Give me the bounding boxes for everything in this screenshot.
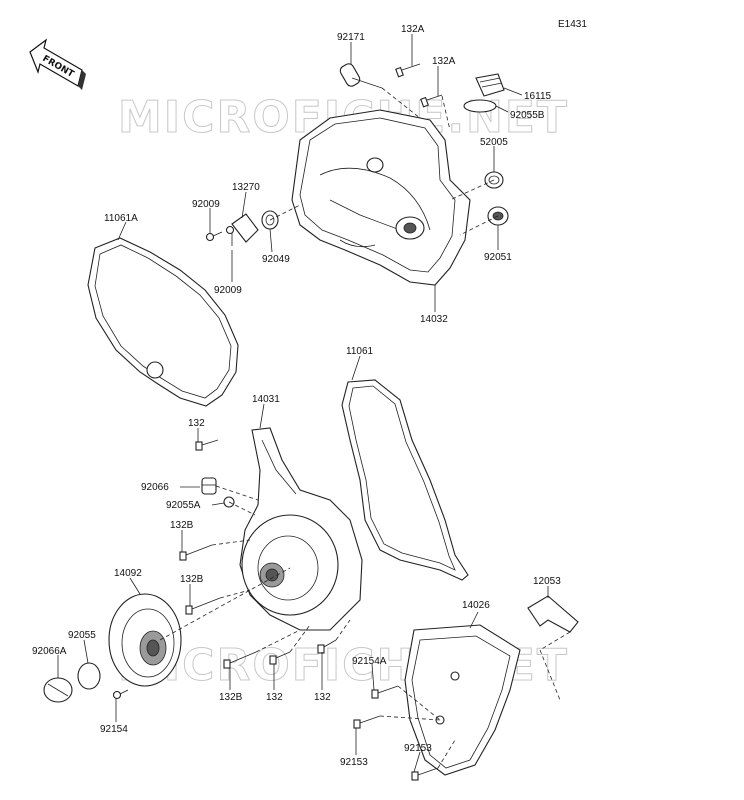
screw-92009-1 (205, 231, 223, 242)
label-16115: 16115 (524, 91, 552, 102)
gasket-11061A (87, 237, 239, 407)
label-92153-2: 92153 (404, 743, 432, 754)
label-132A-1: 132A (401, 24, 425, 35)
label-132B-3: 132B (219, 692, 243, 703)
oring-92055 (77, 662, 101, 690)
label-92055B: 92055B (510, 110, 545, 121)
bolt-92154 (112, 689, 129, 700)
label-92153-1: 92153 (340, 757, 368, 768)
label-92066A: 92066A (32, 646, 67, 657)
clamp-92171 (339, 63, 383, 89)
label-14032: 14032 (420, 314, 448, 325)
label-92051: 92051 (484, 252, 512, 263)
label-132-3: 132 (314, 692, 331, 703)
label-11061A: 11061A (104, 213, 138, 224)
bolt-132B-3 (223, 651, 257, 669)
bolt-132A-1 (395, 63, 421, 78)
gasket-11061 (341, 379, 469, 581)
label-92009-1: 92009 (192, 199, 220, 210)
bolt-132B-2 (185, 597, 221, 615)
bolt-132-3 (317, 639, 337, 654)
label-132-1: 132 (188, 418, 205, 429)
label-11061: 11061 (346, 346, 374, 357)
bolt-132-2 (269, 651, 291, 665)
label-14092: 14092 (114, 568, 142, 579)
diagram-code: E1431 (558, 19, 587, 30)
label-12053: 12053 (533, 576, 561, 587)
cover-14031 (239, 427, 363, 631)
screw-92009-2 (225, 225, 235, 246)
cover-14026 (404, 624, 521, 776)
label-14026: 14026 (462, 600, 490, 611)
label-92055: 92055 (68, 630, 96, 641)
crankcase-cover-14032 (291, 109, 471, 286)
bolt-92154A (371, 685, 399, 699)
cover-14092 (108, 593, 182, 687)
bolt-92153-1 (353, 715, 381, 729)
label-132B-2: 132B (180, 574, 204, 585)
label-92066: 92066 (141, 482, 169, 493)
label-52005: 52005 (480, 137, 508, 148)
plug-92066 (201, 477, 217, 495)
plate-13270 (231, 213, 259, 243)
label-132B-1: 132B (170, 520, 194, 531)
label-14031: 14031 (252, 394, 280, 405)
front-arrow-icon: FRONT (29, 38, 86, 90)
label-132A-2: 132A (432, 56, 456, 67)
leader-lines (57, 34, 571, 773)
label-92009-2: 92009 (214, 285, 242, 296)
label-92154A: 92154A (352, 656, 387, 667)
bolt-132-1 (195, 439, 219, 451)
bolt-132B-1 (179, 544, 213, 561)
label-132-2: 132 (266, 692, 283, 703)
oring-92055B (463, 99, 497, 113)
cap-16115 (475, 73, 505, 97)
label-92154: 92154 (100, 724, 128, 735)
bolt-132A-2 (420, 94, 443, 108)
label-92049: 92049 (262, 254, 290, 265)
label-13270: 13270 (232, 182, 260, 193)
label-92055A: 92055A (166, 500, 201, 511)
label-92171: 92171 (337, 32, 365, 43)
cap-92066A (43, 677, 73, 703)
bolt-92153-2 (411, 767, 439, 781)
bracket-12053 (527, 595, 579, 633)
